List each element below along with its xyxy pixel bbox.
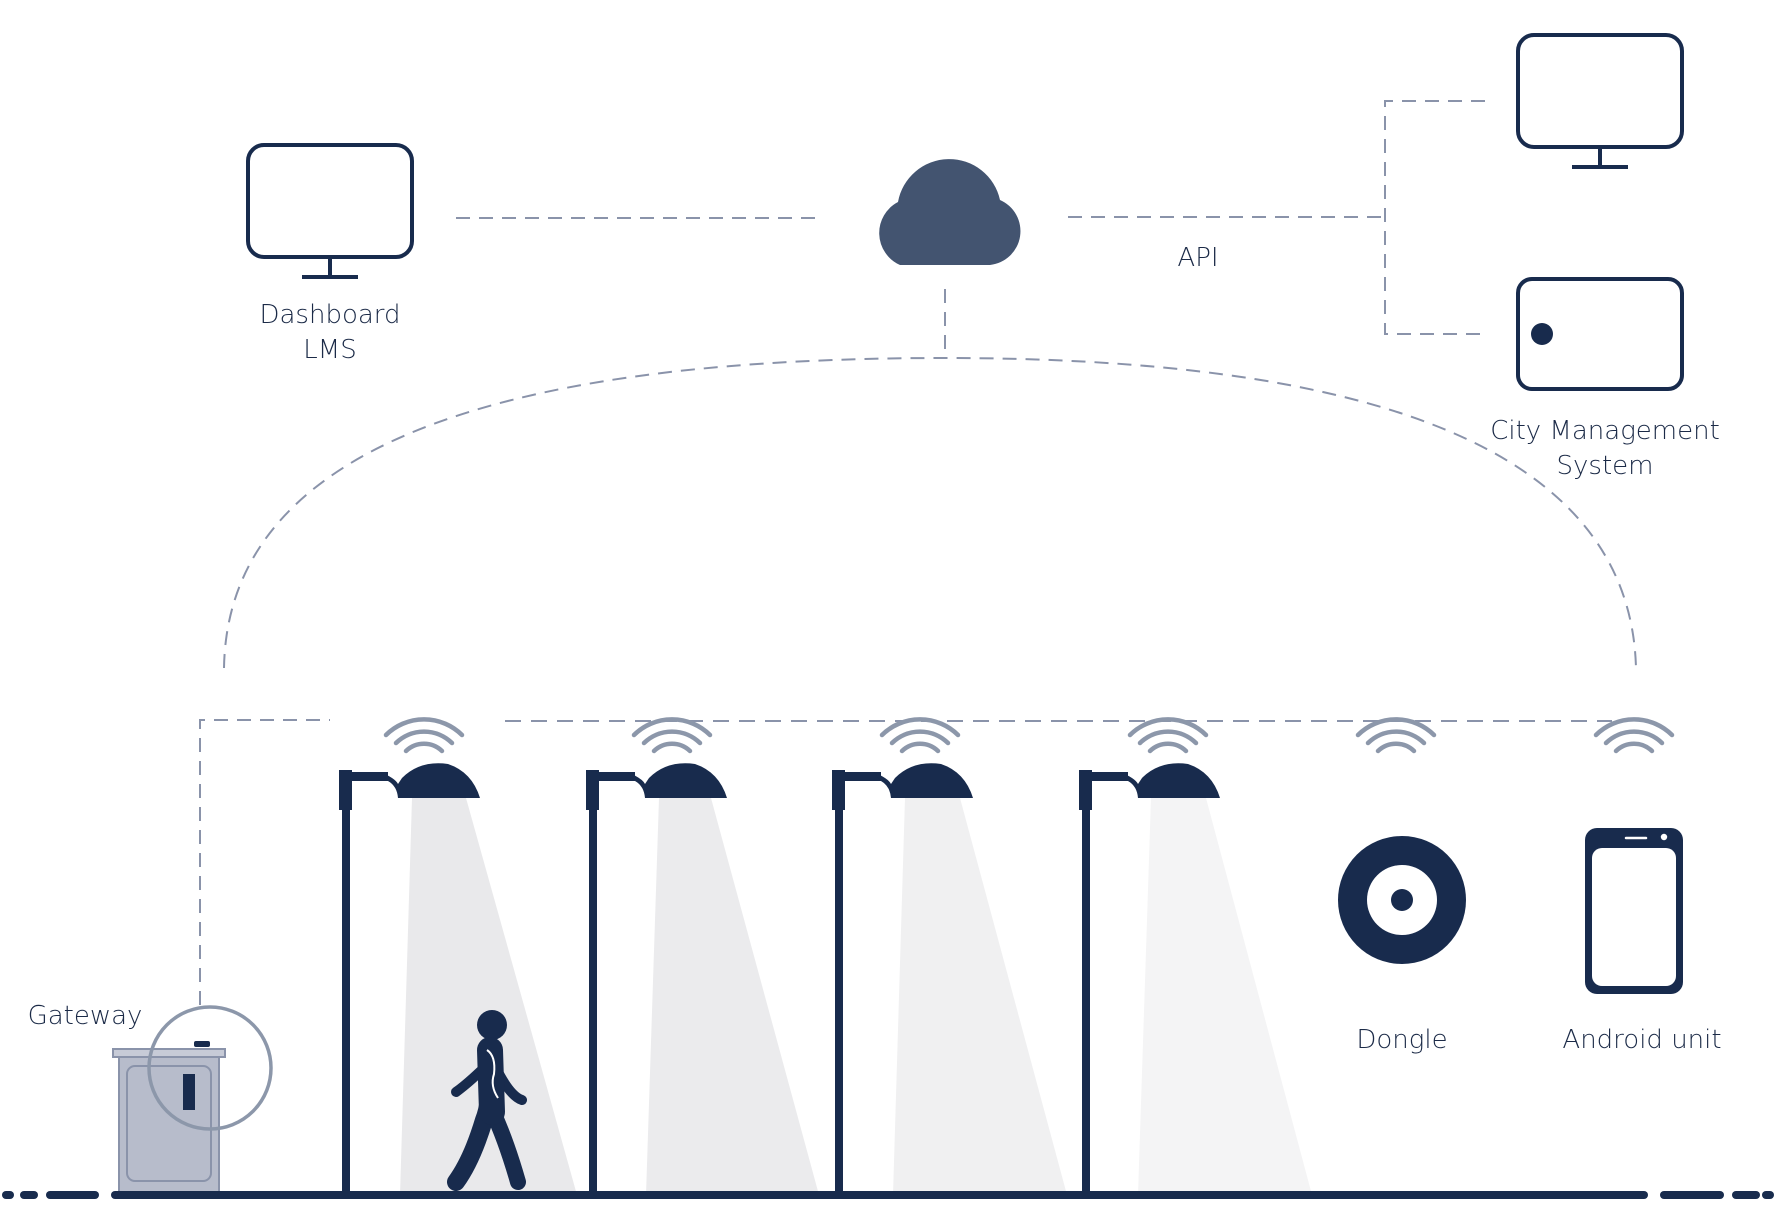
pedestrian-icon: [447, 1010, 527, 1191]
dashboard-label: Dashboard LMS: [230, 298, 430, 368]
wifi-icon: [1127, 717, 1209, 754]
dashboard-label-line1: Dashboard: [259, 300, 401, 330]
light-beam-4: [1138, 798, 1312, 1195]
street-lamp-icon: [586, 763, 727, 1196]
street-lamp-icon: [832, 763, 973, 1196]
dongle-label: Dongle: [1356, 1025, 1448, 1055]
city-label-line1: City Management: [1490, 416, 1720, 446]
wifi-icon: [879, 717, 961, 754]
dongle-icon: [1338, 836, 1466, 964]
android-unit-label: Android unit: [1562, 1025, 1722, 1055]
light-beams: [400, 798, 1312, 1195]
wifi-icon: [1355, 717, 1437, 754]
network-arc-link: [223, 356, 1637, 669]
api-branch-link: [1384, 100, 1485, 335]
wifi-icon: [383, 717, 465, 754]
light-beam-1: [400, 798, 577, 1195]
api-label: API: [1177, 243, 1219, 273]
light-beam-3: [893, 798, 1067, 1195]
dashboard-label-line2: LMS: [303, 335, 357, 365]
tablet-icon: [1516, 277, 1684, 391]
monitor-icon: [246, 143, 414, 279]
gateway-cabinet-icon: [112, 1005, 273, 1194]
city-label-line2: System: [1556, 451, 1654, 481]
cloud-icon: [879, 159, 1021, 265]
street-lamp-icon: [339, 763, 480, 1196]
light-beam-2: [646, 798, 819, 1195]
wifi-icon: [1593, 717, 1675, 754]
gateway-label: Gateway: [27, 1001, 143, 1031]
city-management-label: City Management System: [1475, 414, 1735, 484]
street-lamp-icon: [1079, 763, 1220, 1196]
wifi-icon: [631, 717, 713, 754]
monitor-icon: [1516, 33, 1684, 169]
smartphone-icon: [1585, 828, 1683, 994]
gateway-link: [199, 719, 330, 1005]
